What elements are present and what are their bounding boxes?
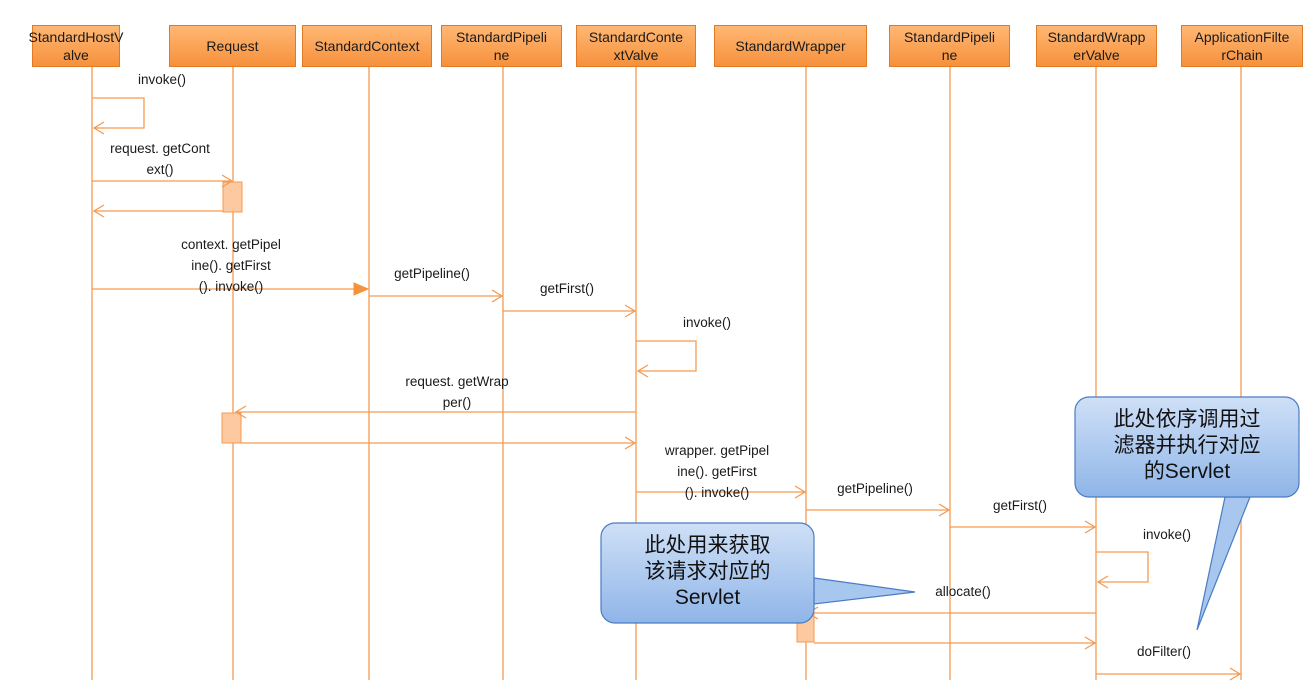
lifeline-label: StandardContext	[314, 38, 420, 54]
lifeline-label: StandardWrapper	[735, 38, 846, 54]
return-arrow	[814, 636, 1097, 650]
lifeline-label: StandardHostV alve	[28, 29, 124, 63]
activation-box	[221, 412, 242, 444]
message-label-m5: getFirst()	[540, 281, 594, 296]
self-call-arrow	[1096, 551, 1149, 589]
lifeline-label: StandardConte xtValve	[588, 29, 684, 63]
lifeline-label: StandardPipeli ne	[455, 29, 548, 63]
message-arrow	[636, 485, 807, 499]
activation-box	[222, 181, 243, 213]
lifeline-label: ApplicationFilte rChain	[1194, 29, 1290, 63]
lifeline-label: StandardPipeli ne	[903, 29, 996, 63]
message-arrow	[92, 174, 234, 188]
callout-note-n1	[600, 522, 916, 624]
return-arrow	[92, 204, 223, 218]
self-call-arrow	[92, 97, 145, 135]
message-label-m4: getPipeline()	[394, 266, 470, 281]
lifeline-header-l0: StandardHostV alve	[29, 25, 123, 67]
message-label-m6: invoke()	[683, 315, 731, 330]
message-arrow	[806, 606, 1096, 620]
message-label-m11: invoke()	[1143, 527, 1191, 542]
self-call-arrow	[636, 340, 697, 378]
lifeline-header-l6: StandardPipeli ne	[889, 25, 1010, 67]
lifeline-header-l7: StandardWrapp erValve	[1036, 25, 1157, 67]
lifeline-header-l2: StandardContext	[302, 25, 432, 67]
message-label-m10: getFirst()	[993, 498, 1047, 513]
message-arrow	[1096, 667, 1242, 681]
lifeline-header-l5: StandardWrapper	[714, 25, 867, 67]
lifeline-header-l1: Request	[169, 25, 296, 67]
message-arrow	[503, 304, 637, 318]
message-arrow	[369, 289, 504, 303]
lifeline-header-l4: StandardConte xtValve	[576, 25, 696, 67]
callout-text: 此处依序调用过 滤器并执行对应 的Servlet	[1113, 408, 1261, 483]
message-arrow	[234, 405, 636, 419]
message-label-m13: doFilter()	[1137, 644, 1191, 659]
message-label-m12: allocate()	[935, 584, 991, 599]
callout-text: 此处用来获取 该请求对应的 Servlet	[644, 534, 771, 609]
message-arrow	[806, 503, 951, 517]
message-label-m1: invoke()	[138, 72, 186, 87]
lifeline-header-l8: ApplicationFilte rChain	[1181, 25, 1303, 67]
lifeline-label: StandardWrapp erValve	[1047, 29, 1146, 63]
lifeline-label: Request	[206, 38, 259, 54]
callout-note-n2	[1074, 396, 1300, 631]
message-arrow	[950, 520, 1097, 534]
message-arrow	[92, 282, 370, 296]
message-label-m9: getPipeline()	[837, 481, 913, 496]
lifeline-header-l3: StandardPipeli ne	[441, 25, 562, 67]
return-arrow	[241, 436, 637, 450]
